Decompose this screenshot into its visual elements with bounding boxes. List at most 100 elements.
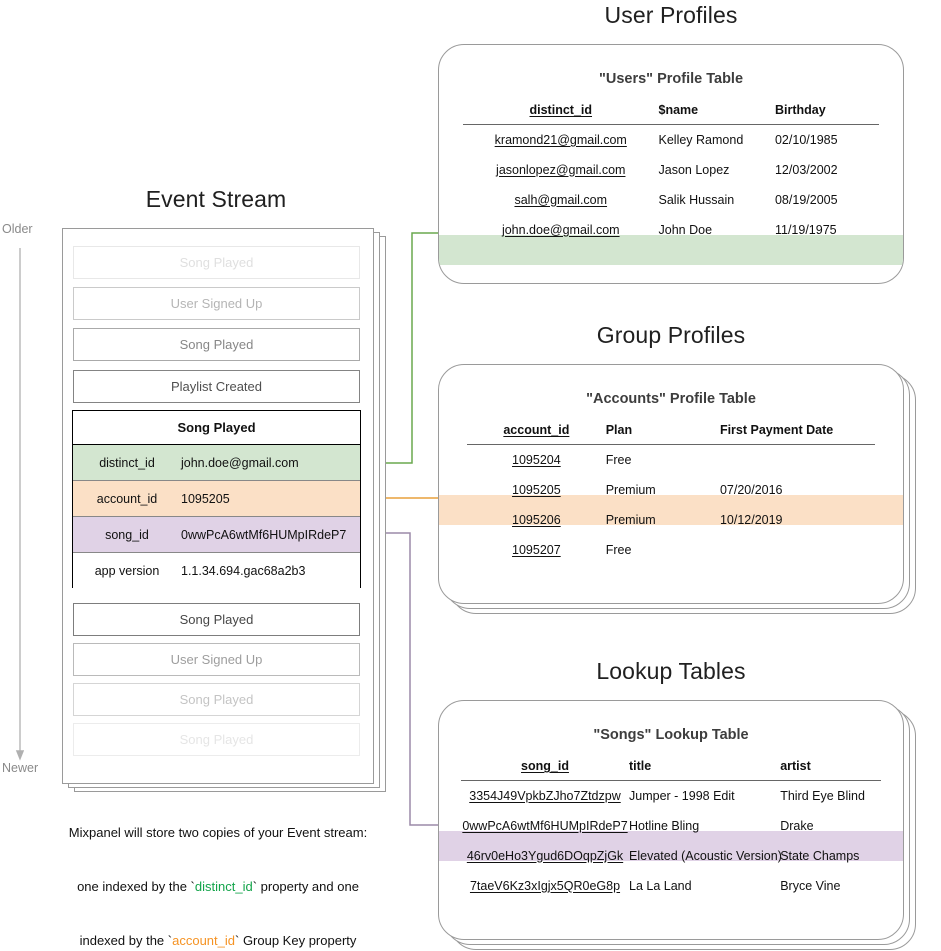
cell-title: La La Land bbox=[629, 878, 692, 893]
group-profiles-title: Group Profiles bbox=[596, 322, 746, 348]
table-row[interactable]: jasonlopez@gmail.com Jason Lopez 12/03/2… bbox=[463, 155, 879, 185]
table-header-row: distinct_id $name Birthday bbox=[463, 101, 879, 125]
expanded-event-card[interactable]: Song Played distinct_id john.doe@gmail.c… bbox=[72, 410, 361, 589]
cell-name: Salik Hussain bbox=[658, 192, 735, 207]
row-highlight-purple bbox=[439, 831, 903, 861]
event-label: Song Played bbox=[179, 732, 254, 747]
event-label: Song Played bbox=[179, 255, 254, 270]
user-profiles-panel: "Users" Profile Table distinct_id $name … bbox=[438, 44, 904, 284]
event-stream-title: Event Stream bbox=[145, 186, 287, 212]
accounts-profile-table: account_id Plan First Payment Date 10952… bbox=[467, 421, 875, 565]
column-header-artist: artist bbox=[780, 757, 881, 781]
cell-birthday: 08/19/2005 bbox=[774, 192, 838, 207]
users-profile-table: distinct_id $name Birthday kramond21@gma… bbox=[463, 101, 879, 245]
table-row[interactable]: 46rv0eHo3Ygud6DOqpZjGk Elevated (Acousti… bbox=[461, 841, 881, 871]
event-property-row: account_id 1095205 bbox=[73, 481, 360, 517]
column-header-song-id: song_id bbox=[461, 757, 629, 781]
event-item[interactable]: Song Played bbox=[73, 683, 360, 716]
cell-first-payment-date bbox=[720, 445, 875, 475]
cell-plan: Free bbox=[605, 542, 632, 557]
event-property-row: song_id 0wwPcA6wtMf6HUMpIRdeP7 bbox=[73, 517, 360, 553]
column-header-name: $name bbox=[658, 101, 775, 125]
column-header-account-id: account_id bbox=[467, 421, 606, 445]
table-row-highlighted[interactable]: john.doe@gmail.com John Doe 11/19/1975 bbox=[463, 215, 879, 245]
cell-first-payment-date: 10/12/2019 bbox=[719, 512, 783, 527]
event-item[interactable]: Song Played bbox=[73, 723, 360, 756]
event-label: Song Played bbox=[179, 692, 254, 707]
event-property-row: distinct_id john.doe@gmail.com bbox=[73, 445, 360, 481]
cell-first-payment-date: 07/20/2016 bbox=[719, 482, 783, 497]
distinct-id-token: distinct_id bbox=[194, 879, 253, 894]
cell-artist: Drake bbox=[780, 818, 814, 833]
column-header-distinct-id: distinct_id bbox=[463, 101, 659, 125]
property-key: distinct_id bbox=[99, 455, 155, 470]
cell-distinct-id: kramond21@gmail.com bbox=[494, 132, 627, 147]
cell-artist: Third Eye Blind bbox=[780, 788, 865, 803]
property-value: 1095205 bbox=[181, 491, 230, 506]
event-item[interactable]: Song Played bbox=[73, 328, 360, 361]
table-header-row: song_id title artist bbox=[461, 757, 881, 781]
cell-title: Jumper - 1998 Edit bbox=[629, 788, 735, 803]
songs-table-title: "Songs" Lookup Table bbox=[593, 727, 749, 743]
table-header-row: account_id Plan First Payment Date bbox=[467, 421, 875, 445]
group-profiles-panel: "Accounts" Profile Table account_id Plan… bbox=[438, 364, 904, 604]
cell-distinct-id: salh@gmail.com bbox=[514, 192, 608, 207]
cell-song-id: 7taeV6Kz3xIgjx5QR0eG8p bbox=[469, 878, 621, 893]
caption-text: ` Group Key property bbox=[235, 933, 357, 948]
table-row[interactable]: 1095207 Free bbox=[467, 535, 875, 565]
event-label: Playlist Created bbox=[170, 379, 263, 394]
user-profiles-card: "Users" Profile Table distinct_id $name … bbox=[438, 44, 908, 284]
event-item[interactable]: Playlist Created bbox=[73, 370, 360, 403]
cell-artist: State Champs bbox=[780, 848, 860, 863]
table-row-highlighted[interactable]: 1095205 Premium 07/20/2016 bbox=[467, 475, 875, 505]
cell-plan: Free bbox=[605, 452, 632, 467]
cell-birthday: 02/10/1985 bbox=[774, 132, 838, 147]
table-row[interactable]: salh@gmail.com Salik Hussain 08/19/2005 bbox=[463, 185, 879, 215]
table-row[interactable]: 1095204 Free bbox=[467, 445, 875, 475]
cell-song-id: 46rv0eHo3Ygud6DOqpZjGk bbox=[466, 848, 624, 863]
caption-line-3: indexed by the `account_id` Group Key pr… bbox=[32, 914, 404, 950]
axis-label-newer: Newer bbox=[2, 761, 39, 775]
cell-birthday: 11/19/1975 bbox=[774, 222, 837, 237]
cell-name: Kelley Ramond bbox=[658, 132, 744, 147]
column-header-birthday: Birthday bbox=[774, 101, 879, 125]
table-row-highlighted[interactable]: 0wwPcA6wtMf6HUMpIRdeP7 Hotline Bling Dra… bbox=[461, 811, 881, 841]
songs-lookup-table: song_id title artist 3354J49VpkbZJho7Ztd… bbox=[461, 757, 881, 901]
lookup-tables-panel: "Songs" Lookup Table song_id title artis… bbox=[438, 700, 904, 940]
cell-title: Hotline Bling bbox=[629, 818, 700, 833]
cell-song-id: 3354J49VpkbZJho7Ztdzpw bbox=[469, 788, 621, 803]
event-item[interactable]: Song Played bbox=[73, 603, 360, 636]
user-profiles-title: User Profiles bbox=[604, 2, 738, 28]
cell-account-id: 1095205 bbox=[512, 482, 561, 497]
property-value: 1.1.34.694.gac68a2b3 bbox=[181, 564, 306, 578]
column-header-first-payment-date: First Payment Date bbox=[719, 421, 875, 445]
property-value: 0wwPcA6wtMf6HUMpIRdeP7 bbox=[181, 527, 347, 542]
group-profiles-card: "Accounts" Profile Table account_id Plan… bbox=[438, 364, 916, 614]
cell-birthday: 12/03/2002 bbox=[774, 162, 838, 177]
event-item[interactable]: User Signed Up bbox=[73, 287, 360, 320]
cell-name: Jason Lopez bbox=[658, 162, 730, 177]
column-header-title: title bbox=[629, 757, 781, 781]
table-row[interactable]: kramond21@gmail.com Kelley Ramond 02/10/… bbox=[463, 125, 879, 155]
event-label: User Signed Up bbox=[170, 296, 263, 311]
caption-line-2: one indexed by the `distinct_id` propert… bbox=[32, 860, 404, 896]
caption-text: ` property and one bbox=[252, 879, 359, 894]
event-label: Song Played bbox=[179, 337, 254, 352]
event-label: Song Played bbox=[179, 612, 254, 627]
event-item[interactable]: Song Played bbox=[73, 246, 360, 279]
accounts-table-title: "Accounts" Profile Table bbox=[586, 391, 756, 407]
cell-account-id: 1095207 bbox=[512, 542, 561, 557]
table-row[interactable]: 7taeV6Kz3xIgjx5QR0eG8p La La Land Bryce … bbox=[461, 871, 881, 901]
cell-plan: Premium bbox=[605, 482, 656, 497]
cell-account-id: 1095206 bbox=[512, 512, 561, 527]
event-item[interactable]: User Signed Up bbox=[73, 643, 360, 676]
table-row[interactable]: 3354J49VpkbZJho7Ztdzpw Jumper - 1998 Edi… bbox=[461, 781, 881, 811]
caption-line-1: Mixpanel will store two copies of your E… bbox=[68, 825, 368, 840]
cell-artist: Bryce Vine bbox=[780, 878, 841, 893]
cell-distinct-id: jasonlopez@gmail.com bbox=[496, 162, 626, 177]
property-key: app version bbox=[94, 564, 160, 578]
table-row[interactable]: 1095206 Premium 10/12/2019 bbox=[467, 505, 875, 535]
caption-text: one indexed by the ` bbox=[77, 879, 195, 894]
users-table-title: "Users" Profile Table bbox=[598, 71, 744, 87]
